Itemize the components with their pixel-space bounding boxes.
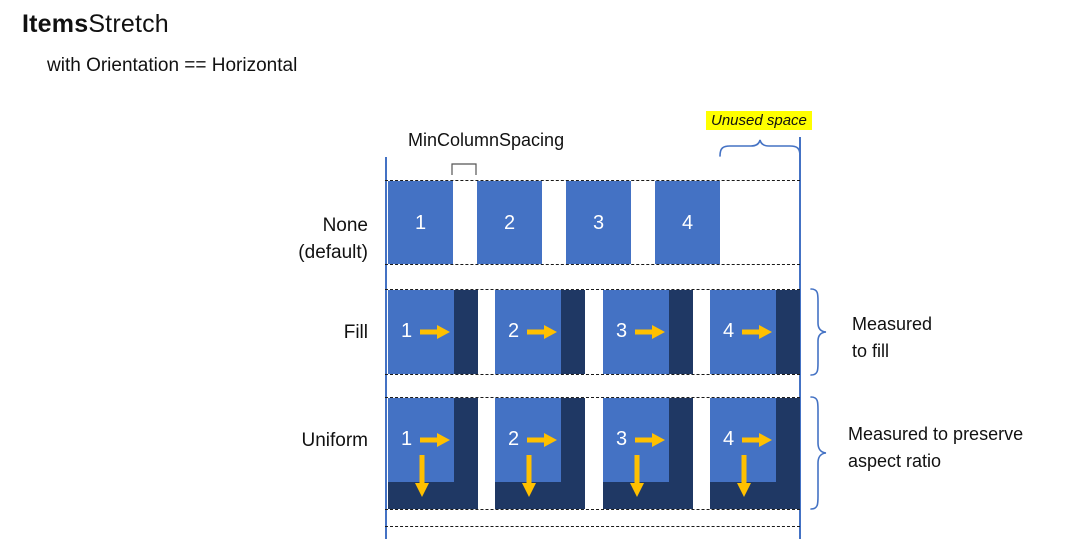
item-number: 2: [503, 211, 516, 234]
row-none-label-default: (default): [298, 242, 368, 263]
item-number: 3: [616, 428, 628, 450]
row-fill-bottom-dash: [385, 374, 800, 375]
item-number: 2: [508, 428, 520, 450]
stretch-down-arrow-icon: [737, 455, 751, 497]
item-number: 1: [414, 211, 427, 234]
stretch-right-arrow-icon: [527, 325, 557, 339]
item-tile-fill-2: 2: [495, 290, 585, 374]
unused-space-label: Unused space: [706, 111, 812, 130]
uniform-annotation-line1: Measured to preserve: [848, 424, 1024, 444]
row-uniform-label: Uniform: [301, 430, 368, 451]
item-tile-uniform-3: 3: [603, 398, 693, 509]
item-tile-fill-1: 1: [388, 290, 478, 374]
right-guide-line: [799, 137, 801, 539]
row-none-label: None: [322, 215, 368, 236]
item-number: 3: [616, 320, 628, 342]
item-number: 2: [508, 320, 520, 342]
item-tile-none-1: 1: [388, 181, 453, 264]
row-uniform-top-dash: [385, 397, 800, 398]
fill-annotation-line2: to fill: [852, 341, 890, 361]
item-tile-none-3: 3: [566, 181, 631, 264]
item-tile-fill-3: 3: [603, 290, 693, 374]
stretch-right-arrow-icon: [420, 325, 450, 339]
item-tile-none-4: 4: [655, 181, 720, 264]
item-number: 1: [401, 320, 413, 342]
row-none-top-dash: [385, 180, 800, 181]
item-tile-uniform-2: 2: [495, 398, 585, 509]
item-tile-fill-4: 4: [710, 290, 800, 374]
stretch-right-arrow-icon: [742, 325, 772, 339]
item-tile-none-2: 2: [477, 181, 542, 264]
row-fill-top-dash: [385, 289, 800, 290]
stretch-right-arrow-icon: [635, 325, 665, 339]
subtitle: with Orientation == Horizontal: [47, 55, 298, 76]
left-guide-line: [385, 157, 387, 539]
stretch-right-arrow-icon: [742, 433, 772, 447]
row-fill-label: Fill: [343, 322, 368, 343]
next-row-dash: [385, 526, 800, 527]
fill-measure-brace-icon: [810, 288, 827, 376]
stretch-down-arrow-icon: [522, 455, 536, 497]
row-none-bottom-dash: [385, 264, 800, 265]
uniform-annotation-line2: aspect ratio: [848, 451, 942, 471]
page-title: ItemsStretch: [22, 10, 169, 39]
stretch-down-arrow-icon: [630, 455, 644, 497]
unused-space-brace-icon: [719, 139, 801, 157]
stretch-right-arrow-icon: [527, 433, 557, 447]
row-uniform-bottom-dash: [385, 509, 800, 510]
min-column-spacing-label: MinColumnSpacing: [408, 130, 565, 150]
title-bold-part: Items: [22, 10, 89, 38]
item-number: 3: [592, 211, 605, 234]
stretch-right-arrow-icon: [635, 433, 665, 447]
min-column-spacing-bracket-icon: [451, 163, 477, 175]
uniform-measure-brace-icon: [810, 396, 827, 510]
item-tile-uniform-1: 1: [388, 398, 478, 509]
stretch-right-arrow-icon: [420, 433, 450, 447]
title-regular-part: Stretch: [88, 10, 169, 38]
item-number: 4: [723, 320, 735, 342]
item-number: 1: [401, 428, 413, 450]
item-tile-uniform-4: 4: [710, 398, 800, 509]
fill-annotation-line1: Measured: [852, 314, 933, 334]
item-number: 4: [723, 428, 735, 450]
item-number: 4: [681, 211, 694, 234]
stretch-down-arrow-icon: [415, 455, 429, 497]
